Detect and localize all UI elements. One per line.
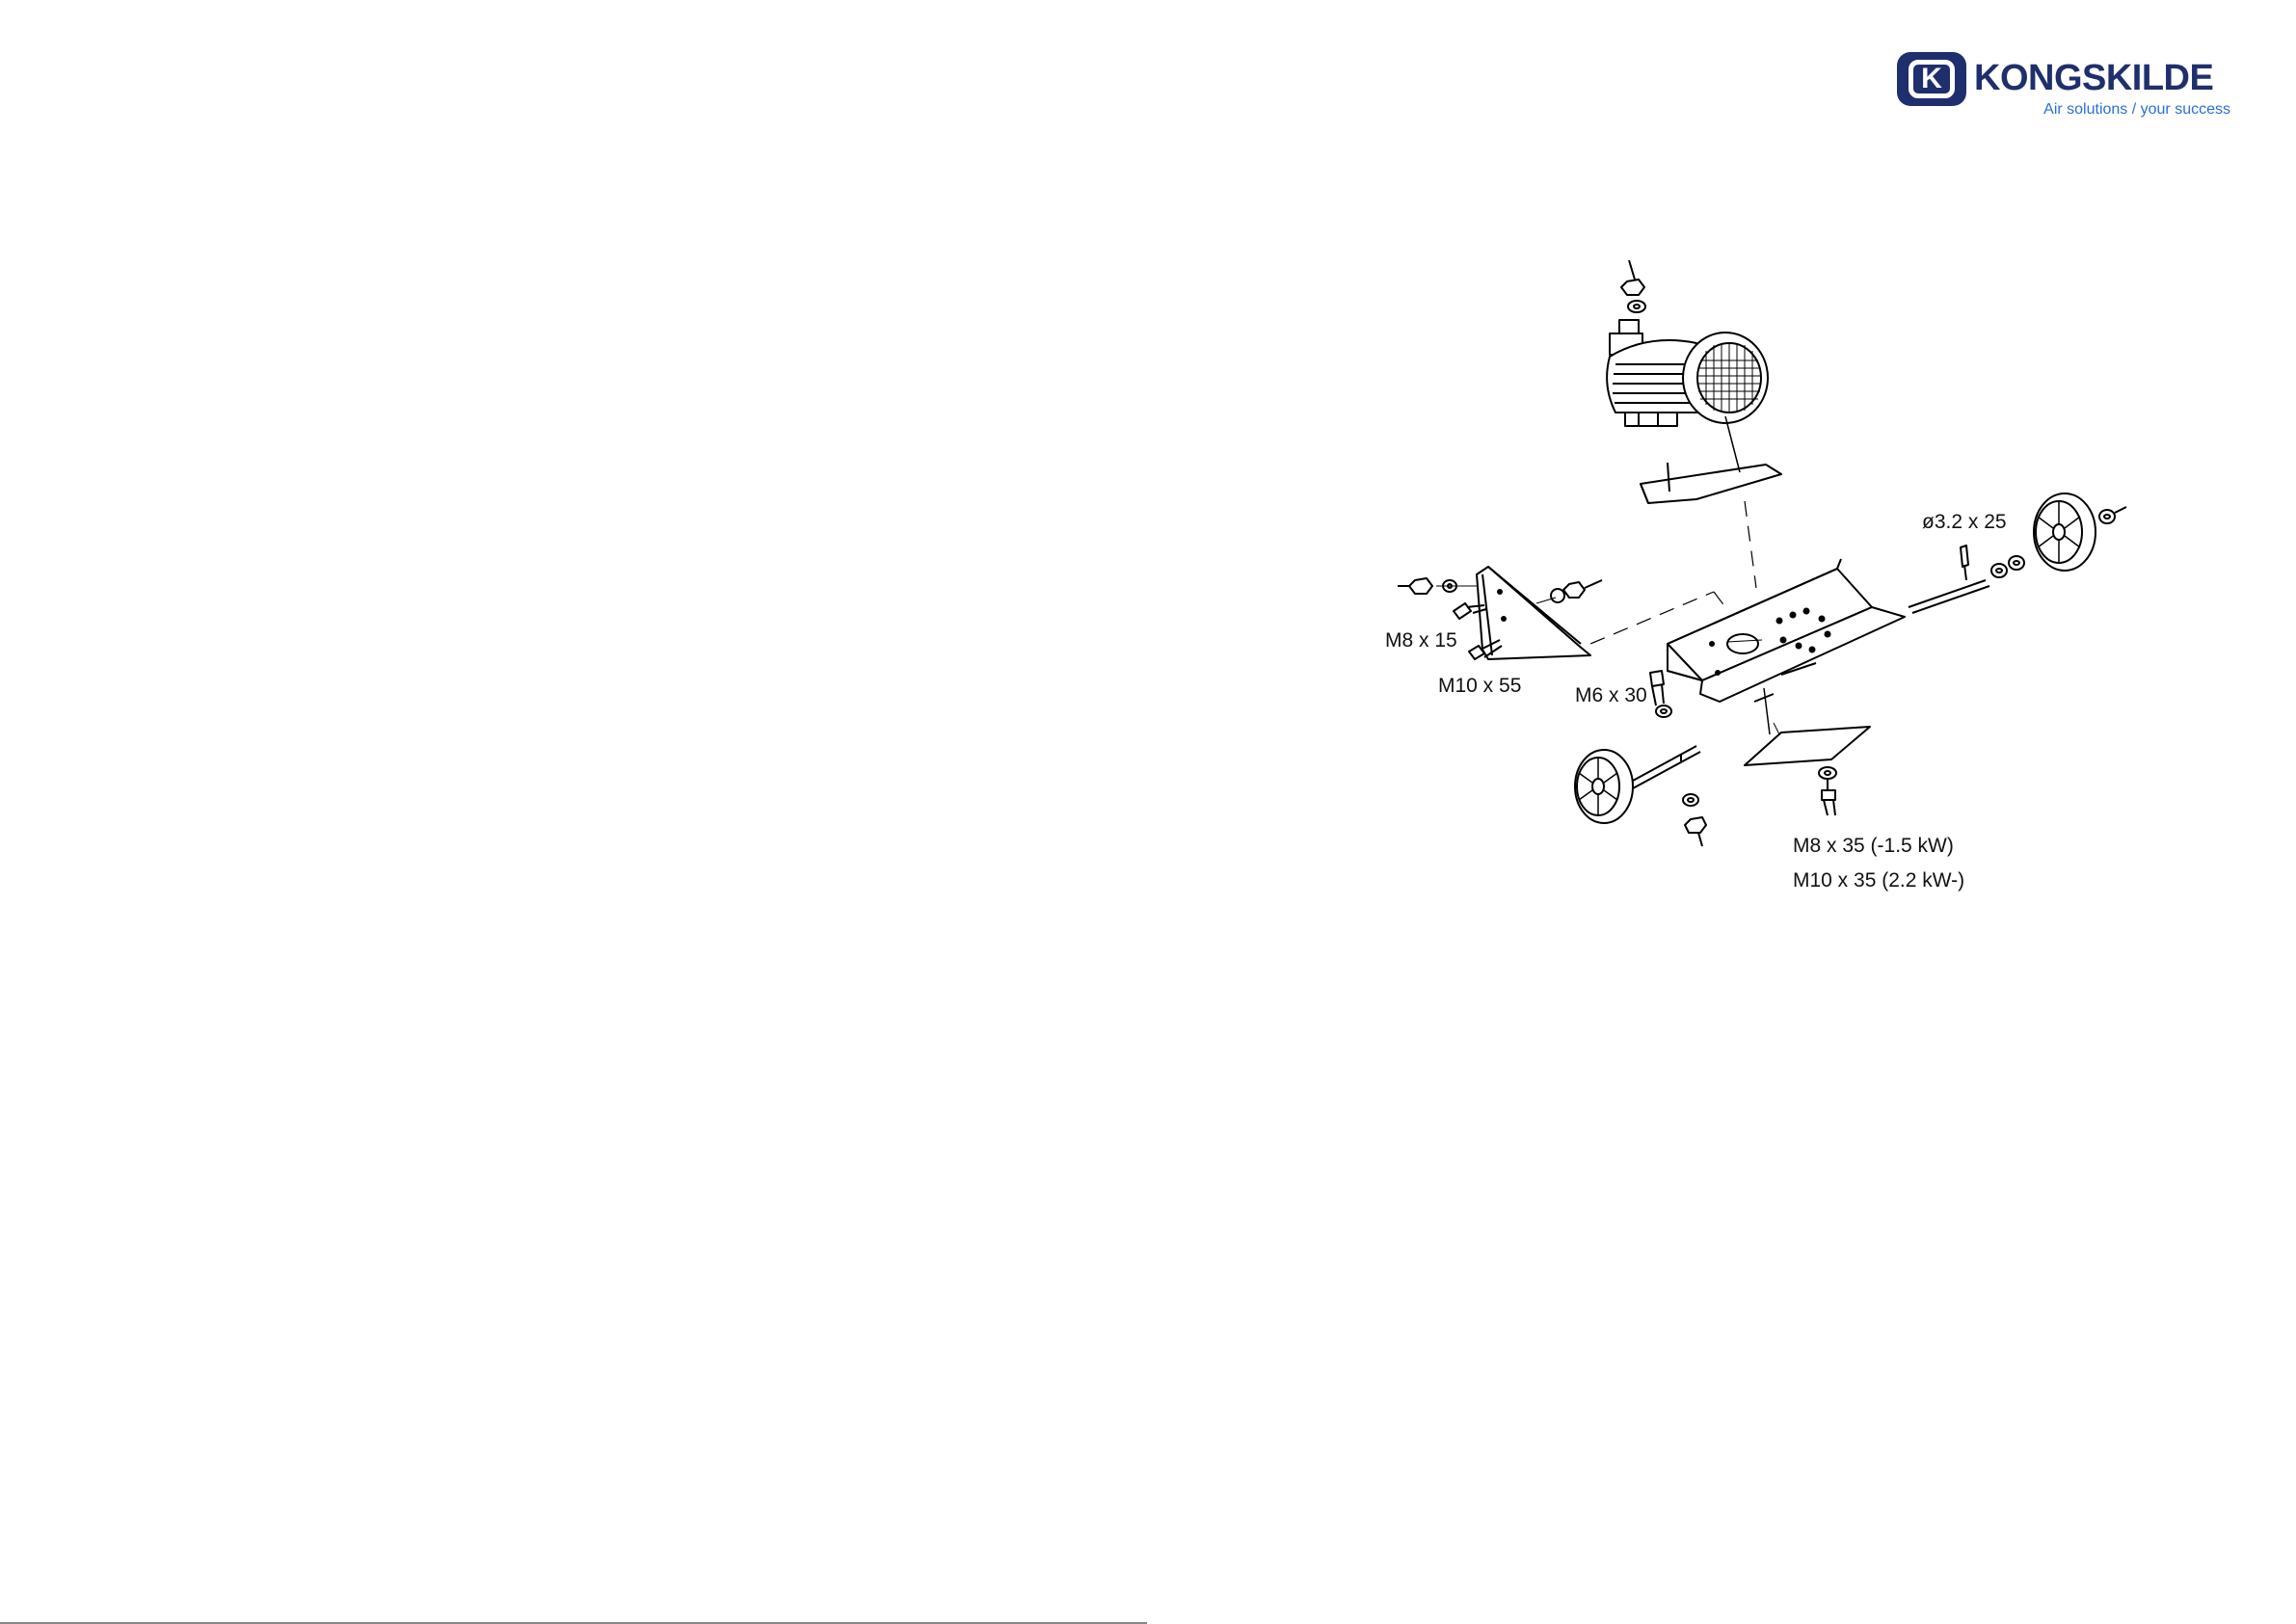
label-m6x30: M6 x 30 bbox=[1575, 684, 1647, 707]
label-pin: ø3.2 x 25 bbox=[1922, 511, 2007, 534]
logo-mark-letter: K bbox=[1909, 60, 1955, 98]
right-wheel-washer-icon bbox=[2099, 507, 2126, 523]
label-m10x55: M10 x 55 bbox=[1438, 675, 1521, 698]
logo-mark-icon: K bbox=[1897, 52, 1966, 106]
base-frame-icon bbox=[1668, 559, 1905, 702]
label-m8x15: M8 x 15 bbox=[1385, 629, 1457, 652]
electric-motor-icon bbox=[1607, 320, 1768, 426]
m6-bolt-icon bbox=[1650, 671, 1671, 717]
label-m8x35: M8 x 35 (-1.5 kW) bbox=[1793, 835, 1954, 858]
bottom-plate-icon bbox=[1745, 688, 1870, 765]
right-wheel-icon bbox=[2034, 493, 2096, 571]
right-axle-icon bbox=[1909, 546, 2024, 613]
leg-bracket-icon bbox=[1477, 567, 1590, 659]
bottom-bolt-icon bbox=[1819, 767, 1836, 815]
exploded-assembly-drawing bbox=[1330, 241, 2159, 867]
label-m10x35: M10 x 35 (2.2 kW-) bbox=[1793, 869, 1964, 892]
motor-bracket-plate-icon bbox=[1641, 416, 1781, 503]
left-nut-icon bbox=[1398, 578, 1477, 594]
left-wheel-icon bbox=[1575, 746, 1700, 823]
brand-name: KONGSKILDE bbox=[1974, 58, 2213, 99]
motor-top-nut-icon bbox=[1621, 260, 1645, 312]
left-wheel-nut-icon bbox=[1683, 794, 1706, 846]
brand-tagline: Air solutions / your success bbox=[2043, 101, 2230, 119]
bracket-nut-icon bbox=[1536, 580, 1602, 603]
kongskilde-logo: K KONGSKILDE Air solutions / your succes… bbox=[1897, 50, 2234, 127]
